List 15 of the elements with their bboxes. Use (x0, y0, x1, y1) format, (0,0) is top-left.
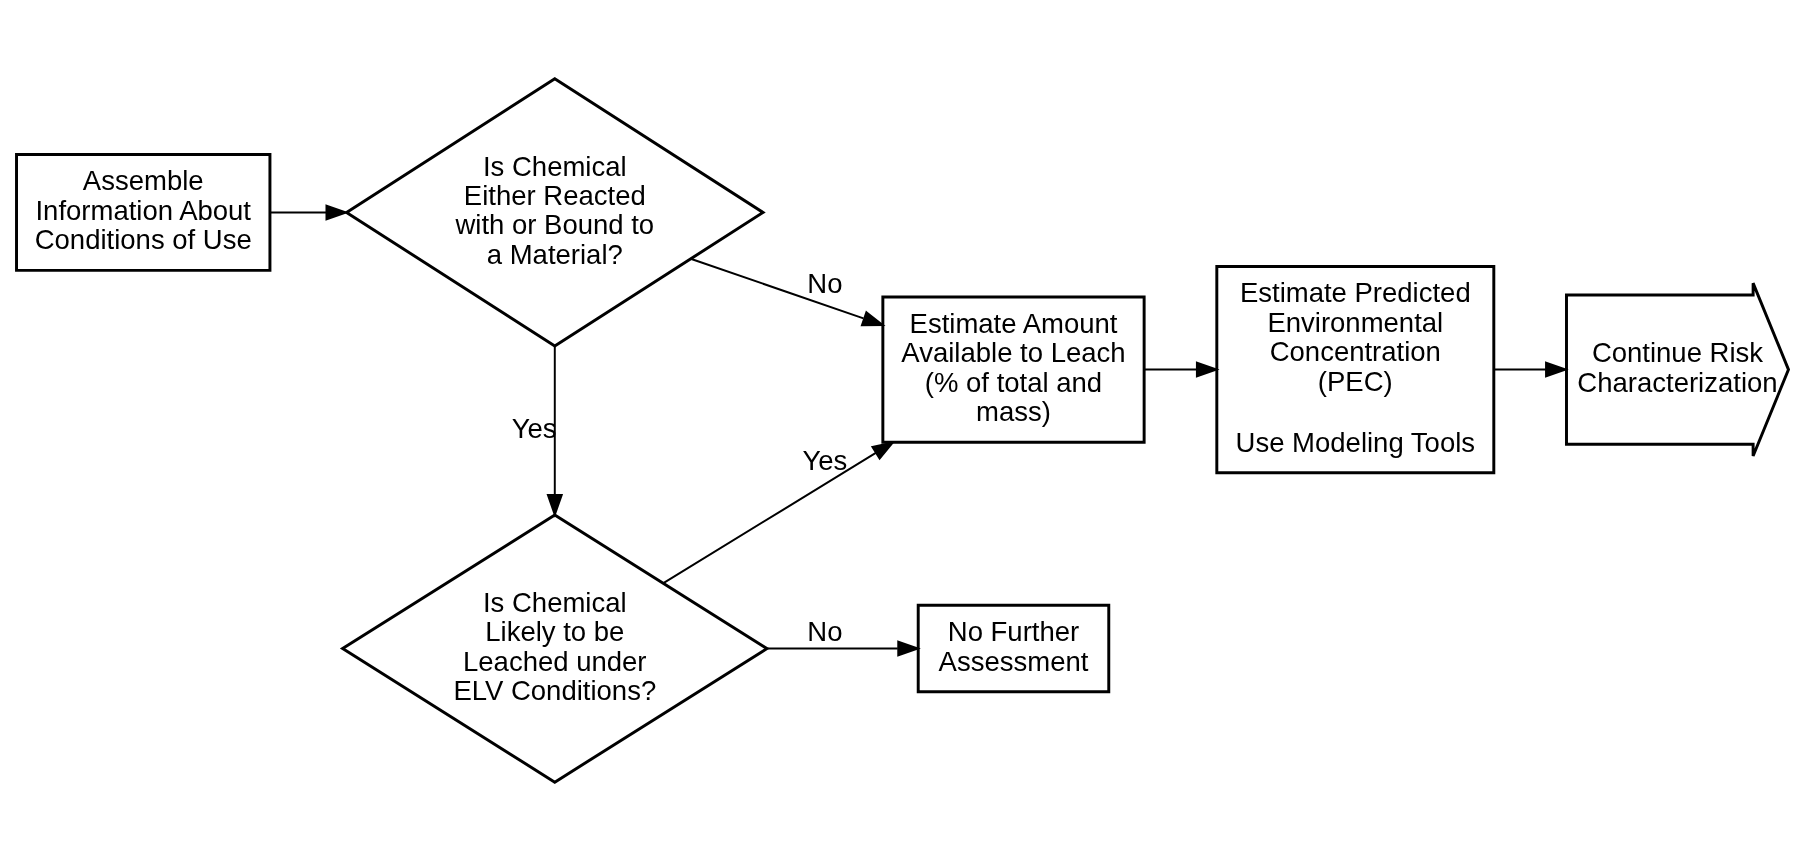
arrow (766, 639, 921, 657)
arrow (546, 345, 564, 518)
edge-label: No (807, 615, 843, 647)
arrow (662, 440, 896, 584)
node-box: No Further Assessment (916, 603, 1111, 693)
node-box: Estimate Amount Available to Leach (% of total and mass) (881, 294, 1146, 444)
node-box: Assemble Information About Conditions of Use (15, 152, 272, 272)
node-box: Estimate Predicted Environmental Concentration (PEC) Use Modeling Tools (1215, 264, 1496, 474)
edge-label: Yes (802, 444, 848, 476)
node-diamond: Is Chemical Either Reacted with or Bound to a Material? (343, 76, 766, 348)
edge-label: No (807, 267, 843, 299)
arrow (1143, 360, 1220, 378)
arrow (1493, 360, 1569, 378)
arrow (690, 257, 886, 326)
node-diamond: Is Chemical Likely to be Leached under ELV Conditions? (339, 512, 770, 784)
